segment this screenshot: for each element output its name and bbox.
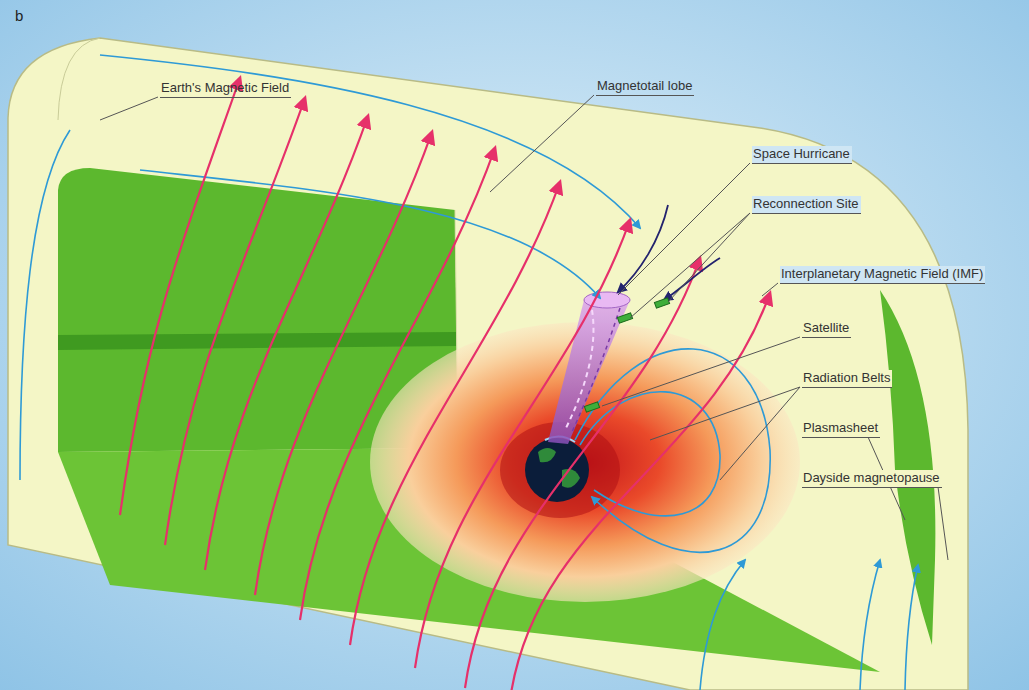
leader-lines: [762, 283, 778, 296]
imf-field-lines: [465, 258, 700, 688]
imf-field-lines: [510, 293, 770, 690]
earth: [525, 438, 589, 502]
imf-field-lines: [120, 78, 770, 690]
earth-magnetic-field-lines: [860, 560, 880, 690]
earth-magnetic-field-lines: [905, 565, 918, 690]
earth-magnetic-field-lines: [575, 349, 770, 552]
earth: [562, 469, 580, 488]
imf-field-lines: [205, 116, 368, 570]
magnetosphere-shell: [8, 38, 968, 690]
imf-field-lines: [165, 98, 305, 545]
magnetosphere-shell: [58, 38, 100, 120]
imf-field-lines: [350, 182, 560, 645]
leader-lines: [490, 95, 594, 192]
imf-field-lines: [120, 78, 240, 515]
satellites: [584, 298, 669, 412]
part-label: Plasmasheet: [802, 420, 880, 438]
part-label: Satellite: [802, 320, 851, 338]
earth-magnetic-field-lines: [100, 55, 640, 228]
earth: [538, 448, 556, 462]
leader-lines: [720, 387, 800, 480]
part-label: Magnetotail lobe: [596, 78, 694, 96]
earth: [525, 436, 589, 502]
leader-lines: [938, 487, 948, 560]
satellites: [584, 402, 599, 412]
earth-magnetic-field-lines: [580, 392, 720, 516]
imf-field-lines: [415, 220, 630, 668]
leader-lines: [630, 213, 750, 318]
magnetosphere-shell: [8, 38, 968, 690]
leader-lines: [100, 95, 948, 560]
reconnection-flow: [618, 205, 668, 292]
part-label: Interplanetary Magnetic Field (IMF): [780, 266, 985, 284]
leader-lines: [668, 213, 750, 302]
part-label: Space Hurricane: [752, 146, 852, 164]
imf-field-lines: [255, 132, 432, 595]
part-label: Dayside magnetopause: [802, 470, 942, 488]
leader-lines: [618, 163, 750, 295]
earth-magnetic-field-lines: [20, 55, 918, 690]
part-label: Radiation Belts: [802, 370, 892, 388]
magnetotail-interior: [58, 332, 456, 350]
leader-lines: [602, 337, 800, 406]
magnetotail-interior: [880, 290, 935, 645]
imf-field-lines: [300, 148, 495, 620]
panel-letter: b: [14, 8, 25, 25]
part-label: Earth's Magnetic Field: [160, 80, 291, 98]
earth-magnetic-field-lines: [20, 130, 70, 480]
earth-magnetic-field-lines: [700, 560, 745, 690]
space-hurricane: [548, 292, 630, 444]
leader-lines: [100, 97, 158, 120]
part-label: Reconnection Site: [752, 196, 861, 214]
satellites: [654, 298, 669, 308]
